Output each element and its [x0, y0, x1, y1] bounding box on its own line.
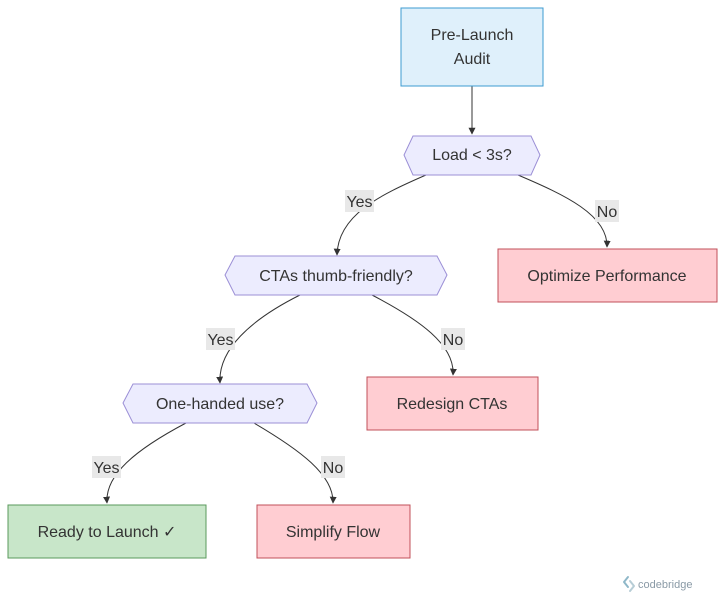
node-simplify-flow: Simplify Flow: [256, 504, 411, 559]
edge-label-ctas-yes: Yes: [206, 328, 235, 350]
edge-ctas-no: [371, 294, 457, 376]
node-decision-load: Load < 3s?: [403, 135, 541, 176]
edge-label-load-yes: Yes: [345, 190, 374, 212]
svg-text:Redesign CTAs: Redesign CTAs: [397, 396, 508, 413]
svg-text:Optimize Performance: Optimize Performance: [527, 268, 686, 285]
edge-label-ctas-no: No: [441, 328, 465, 350]
svg-text:CTAs thumb-friendly?: CTAs thumb-friendly?: [259, 268, 413, 285]
svg-text:Pre-Launch: Pre-Launch: [431, 27, 514, 44]
svg-text:Ready to Launch ✓: Ready to Launch ✓: [38, 524, 177, 541]
node-redesign-ctas: Redesign CTAs: [366, 376, 539, 431]
svg-text:Load < 3s?: Load < 3s?: [432, 147, 512, 164]
edge-ctas-yes: [216, 294, 301, 384]
edge-onehand-no: [253, 422, 337, 504]
node-optimize-performance: Optimize Performance: [497, 248, 718, 303]
svg-text:codebridge: codebridge: [638, 579, 692, 591]
svg-text:Yes: Yes: [346, 194, 372, 211]
edge-load-no: [517, 174, 611, 248]
edge-label-onehand-yes: Yes: [92, 456, 121, 478]
svg-text:Yes: Yes: [207, 332, 233, 349]
node-pre-launch-audit: Pre-Launch Audit: [400, 7, 544, 87]
edge-label-onehand-no: No: [321, 456, 345, 478]
svg-text:No: No: [597, 204, 618, 221]
svg-text:Audit: Audit: [454, 51, 491, 68]
svg-text:One-handed use?: One-handed use?: [156, 396, 284, 413]
codebridge-watermark: codebridge: [623, 576, 692, 592]
svg-text:Yes: Yes: [93, 460, 119, 477]
svg-text:No: No: [323, 460, 344, 477]
edge-onehand-yes: [103, 422, 187, 504]
node-decision-onehand: One-handed use?: [122, 383, 318, 424]
edge-load-yes: [333, 174, 427, 256]
svg-text:No: No: [443, 332, 464, 349]
svg-text:Simplify Flow: Simplify Flow: [286, 524, 381, 541]
node-ready-to-launch: Ready to Launch ✓: [7, 504, 207, 559]
edge-label-load-no: No: [595, 200, 619, 222]
node-decision-ctas: CTAs thumb-friendly?: [224, 255, 448, 296]
codebridge-logo-icon: [623, 576, 635, 592]
